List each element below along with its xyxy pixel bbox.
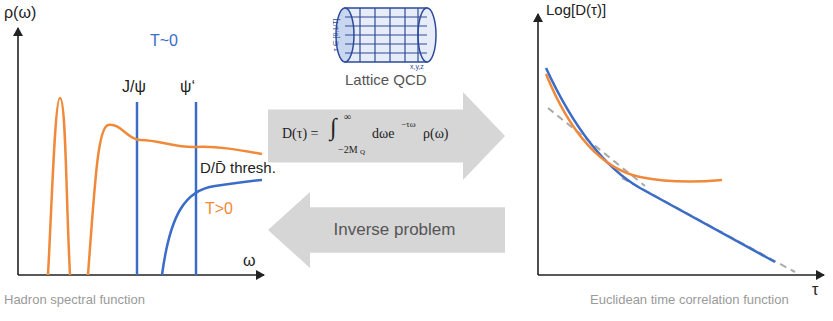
x-axis (538, 274, 824, 276)
axis-label: τ (812, 281, 818, 299)
axis-label: x,y,z (410, 63, 424, 71)
forward-arrow: D(τ) = ∫ ∞ −2MQdωe −τω ρ(ω) (268, 92, 505, 180)
exponent: −τω (401, 120, 416, 130)
arrow-label: Inverse problem (334, 221, 456, 240)
axis-label: τ ∈ [0,1/T] (332, 19, 340, 52)
correlator-t (546, 74, 722, 182)
x-axis (18, 274, 264, 276)
axis-label: Log[D(τ)] (546, 2, 606, 19)
inverse-arrow: Inverse problem (268, 192, 505, 268)
peak-label: ψ‘ (180, 78, 195, 96)
threshold-curve (162, 180, 262, 275)
peak-label: J/ψ (122, 78, 146, 96)
correlator-t0 (546, 68, 775, 262)
threshold-label: D/D̄ thresh. (200, 160, 276, 177)
icon-caption: Lattice QCD (345, 72, 427, 89)
legend-label: T>0 (205, 200, 233, 218)
integral-sign: ∫ (330, 114, 337, 140)
axis-label: ω (243, 252, 256, 270)
upper-limit: ∞ (344, 111, 351, 122)
y-axis (17, 28, 19, 275)
lower-limit: −2M (338, 144, 358, 155)
axis-label: ρ(ω) (4, 4, 36, 22)
y-axis (537, 14, 539, 275)
lower-limit-subscript: Q (360, 149, 365, 157)
psiprime-peak (195, 102, 198, 275)
thermal-peak (48, 98, 70, 275)
formula-text: D(τ) = (282, 126, 318, 141)
panel-caption: Hadron spectral function (4, 293, 145, 307)
thermal-continuum (88, 125, 262, 275)
panel-caption: Euclidean time correlation function (590, 293, 789, 307)
formula-text: dωe (372, 126, 394, 141)
jpsi-peak (136, 102, 139, 275)
legend-label: T~0 (150, 32, 178, 50)
formula-text: ρ(ω) (423, 126, 449, 141)
lattice-icon (336, 8, 436, 62)
